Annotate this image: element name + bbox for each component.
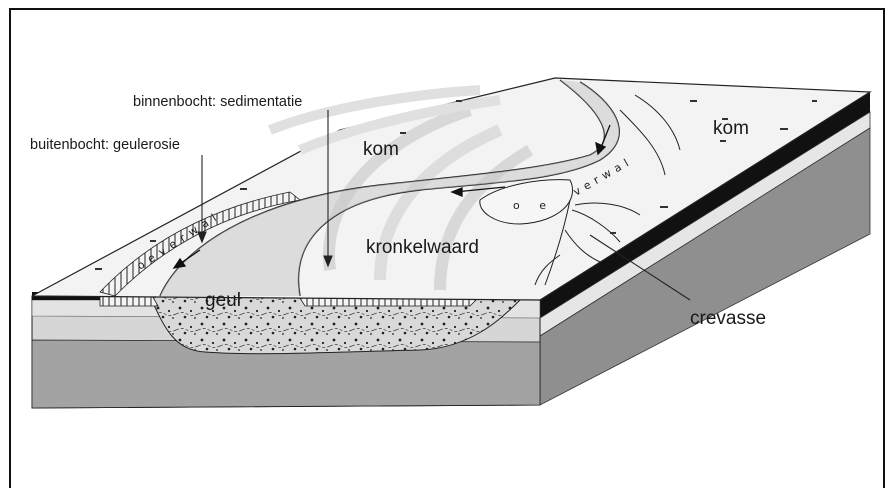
label-basin-left: kom (363, 139, 399, 160)
label-channel: geul (205, 290, 241, 311)
label-outer-bend: buitenbocht: geulerosie (30, 137, 180, 153)
label-crevasse: crevasse (690, 308, 766, 329)
label-basin-right: kom (713, 118, 749, 139)
label-point-bar: kronkelwaard (366, 237, 479, 258)
label-inner-bend: binnenbocht: sedimentatie (133, 94, 302, 110)
front-face (32, 292, 540, 408)
label-levee-right-1: o e (513, 199, 554, 212)
